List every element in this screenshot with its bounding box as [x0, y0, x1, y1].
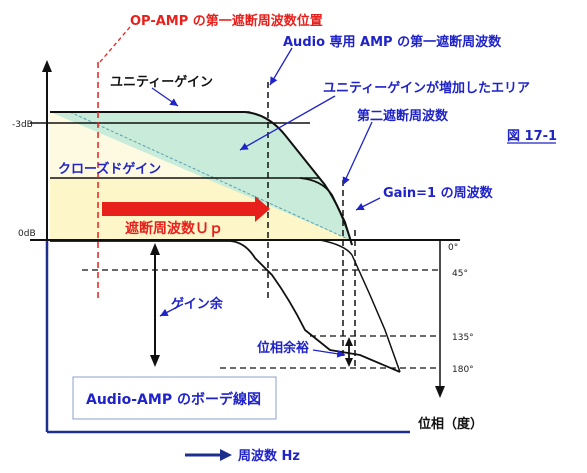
unity-gain-label: ユニティーゲイン — [110, 74, 213, 90]
tick-phase-0: 0° — [448, 243, 458, 253]
cutoff-up-arrow-head — [255, 196, 270, 222]
phase-axis-arrow — [435, 386, 445, 398]
phase-margin-callout — [312, 349, 346, 358]
area-diagonal-line — [69, 111, 351, 241]
unity-callout — [151, 87, 179, 107]
gain1-label: Gain=1 の周波数 — [383, 185, 494, 201]
vertical-axis-arrow — [42, 60, 52, 72]
audio-cutoff-label: Audio 専用 AMP の第一遮断周波数 — [283, 34, 502, 50]
phase-margin-label: 位相余裕 — [257, 340, 309, 356]
diagram-title: Audio-AMP のボーデ線図 — [86, 391, 261, 408]
tick-zero-db: 0dB — [18, 229, 36, 239]
phase-axis-label: 位相（度） — [418, 416, 483, 432]
gain-margin-callout — [159, 303, 184, 317]
freq-axis-label: 周波数 Hz — [238, 448, 300, 464]
tick-phase-180: 180° — [452, 365, 474, 375]
phase-curve-opamp — [50, 240, 401, 373]
gain-margin-label: ゲイン余 — [171, 296, 224, 312]
cutoff-up-arrow-body — [102, 202, 257, 216]
second-cutoff-callout — [342, 121, 373, 186]
audio-callout — [269, 47, 293, 86]
figure-number: 図 17-1 — [507, 129, 557, 144]
title-box — [72, 376, 277, 420]
phase-curve-second — [351, 254, 401, 373]
opamp-cutoff-label: OP-AMP の第一遮断周波数位置 — [130, 13, 323, 29]
opamp-callout — [99, 26, 131, 63]
area-callout — [239, 95, 336, 151]
tick-phase-135: 135° — [452, 333, 474, 343]
unity-area-label: ユニティーゲインが増加したエリア — [323, 80, 530, 96]
cutoff-up-label: 遮断周波数Ｕｐ — [125, 220, 223, 238]
closed-gain-label: クローズドゲイン — [58, 161, 161, 177]
phase-curve-audio — [50, 239, 353, 256]
tick-phase-45: 45° — [452, 269, 468, 279]
second-cutoff-label: 第二遮断周波数 — [357, 108, 449, 124]
tick-minus-3db: -3dB — [12, 120, 33, 130]
gain1-callout — [355, 197, 381, 211]
closed-gain-curve — [299, 177, 353, 246]
